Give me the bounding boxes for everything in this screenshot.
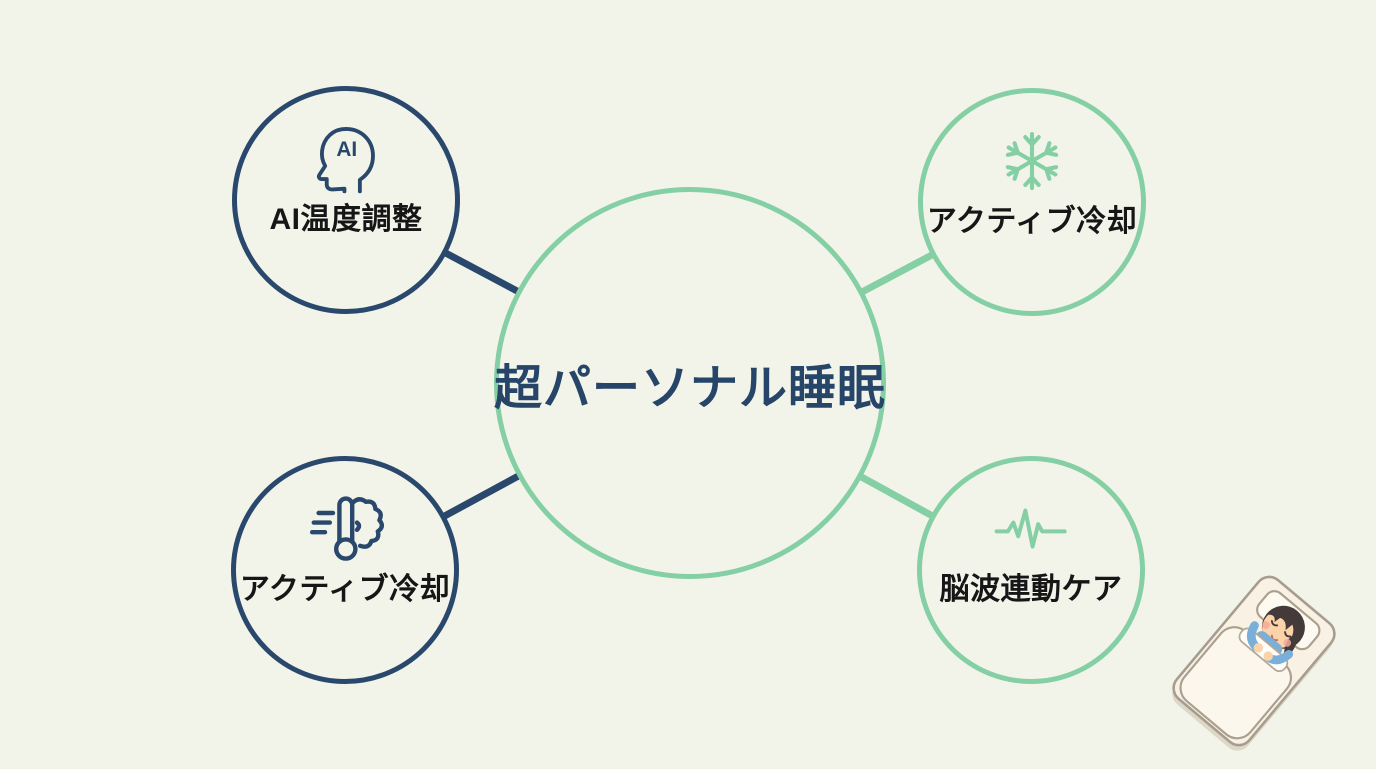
node-label: アクティブ冷却 [239, 573, 451, 606]
node-label: AI温度調整 [269, 203, 423, 236]
closed-eyes [1270, 620, 1292, 638]
node-active-cooling-top: アクティブ冷却 [918, 88, 1146, 316]
ai-head-icon: AI [237, 121, 455, 197]
ai-icon-text: AI [336, 138, 357, 161]
bed-group [1172, 575, 1336, 751]
blush-left [1262, 621, 1270, 630]
sleeping-person-in-bed-illustration [1150, 562, 1362, 764]
node-brainwave-care: 脳波連動ケア [917, 456, 1145, 684]
thermometer-brain-icon [236, 491, 454, 567]
central-node-label: 超パーソナル睡眠 [494, 362, 887, 415]
hand-right [1263, 651, 1273, 661]
central-node: 超パーソナル睡眠 [494, 187, 886, 579]
snowflake-icon [923, 123, 1141, 199]
node-active-cooling-bottom: アクティブ冷却 [231, 456, 459, 684]
node-label: アクティブ冷却 [926, 205, 1138, 238]
node-label: 脳波連動ケア [939, 573, 1123, 606]
blush-right [1283, 638, 1292, 647]
hand-left [1253, 643, 1264, 653]
brainwave-icon [922, 491, 1140, 567]
hair-bangs [1268, 608, 1302, 642]
node-ai-temperature: AI AI温度調整 [232, 86, 460, 314]
